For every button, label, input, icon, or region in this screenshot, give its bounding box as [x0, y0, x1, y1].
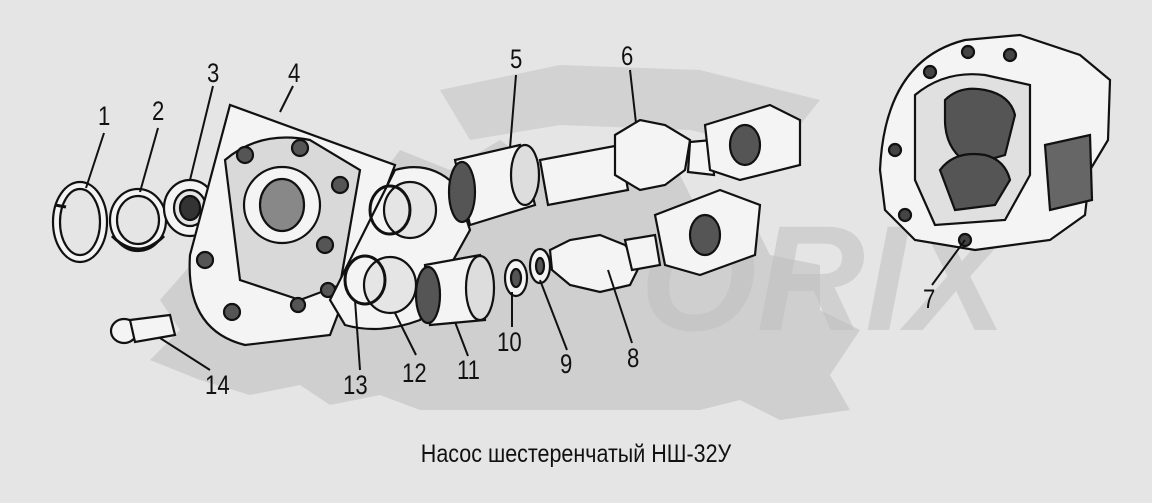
callout-11: 11	[457, 355, 480, 385]
callout-12: 12	[402, 358, 427, 388]
part-11-bushing	[414, 253, 496, 327]
part-2-ring	[108, 187, 168, 253]
callout-7: 7	[923, 284, 936, 314]
callout-10: 10	[497, 327, 522, 357]
callout-1: 1	[98, 101, 111, 131]
callout-14: 14	[205, 370, 230, 400]
part-1-snap-ring	[51, 180, 109, 264]
bushing-upper-right	[703, 103, 802, 182]
callout-3: 3	[207, 58, 220, 88]
callout-5: 5	[510, 44, 523, 74]
leader-lines	[85, 69, 966, 371]
part-7-housing	[878, 33, 1112, 252]
part-5-bushing	[447, 143, 541, 227]
diagram-caption: Насос шестеренчатый НШ-32У	[420, 440, 732, 468]
callout-8: 8	[627, 343, 640, 373]
part-10-ring	[503, 258, 529, 298]
bushing-lower-right	[653, 188, 762, 277]
part-13-o-ring	[343, 184, 412, 306]
callout-4: 4	[288, 58, 301, 88]
part-6-drive-gear	[538, 118, 716, 207]
part-8-driven-gear	[548, 233, 662, 294]
part-9-washer	[528, 247, 552, 285]
part-14-bolt	[109, 313, 177, 345]
callout-9: 9	[560, 349, 573, 379]
callout-2: 2	[152, 96, 165, 126]
callout-6: 6	[621, 41, 634, 71]
callout-13: 13	[343, 370, 368, 400]
